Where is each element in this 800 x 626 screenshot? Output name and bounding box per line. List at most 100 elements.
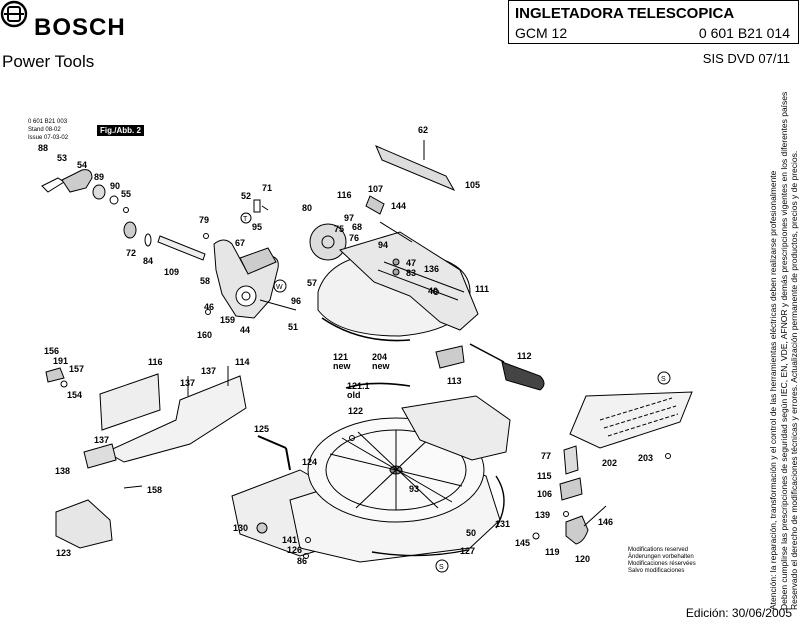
part-callout-95: 95 <box>252 222 263 232</box>
model-name: GCM 12 <box>515 25 568 41</box>
part-callout-127: 127 <box>460 546 476 556</box>
part-callout-new: new <box>333 361 351 371</box>
part-callout-90: 90 <box>110 181 121 191</box>
part-callout-126: 126 <box>287 545 303 555</box>
part-callout-138: 138 <box>55 466 71 476</box>
part-callout-203: 203 <box>638 453 654 463</box>
part-callout-136: 136 <box>424 264 440 274</box>
part-callout-new: new <box>372 361 390 371</box>
mod-line: Änderungen vorbehalten <box>628 554 694 560</box>
exploded-parts-diagram: T W <box>41 140 693 573</box>
part-callout-72: 72 <box>126 248 137 258</box>
part-callout-156: 156 <box>44 346 60 356</box>
blade-guard-assembly <box>309 140 545 391</box>
part-callout-157: 157 <box>69 364 85 374</box>
title-block: INGLETADORA TELESCOPICA GCM 12 0 601 B21… <box>508 0 799 44</box>
part-callout-51: 51 <box>288 322 299 332</box>
part-callout-77: 77 <box>541 451 552 461</box>
part-callout-122: 122 <box>348 406 364 416</box>
stand-date: 08-02 <box>45 127 61 133</box>
brand-subtitle: Power Tools <box>2 52 95 71</box>
part-callout-107: 107 <box>368 184 384 194</box>
part-callout-144: 144 <box>391 201 407 211</box>
part-callout-40: 40 <box>428 286 439 296</box>
part-callout-97: 97 <box>344 213 355 223</box>
svg-text:S: S <box>439 564 444 571</box>
mod-line: Salvo modificaciones <box>628 568 685 574</box>
part-callout-145: 145 <box>515 538 531 548</box>
mod-line: Modificaciones réservées <box>628 561 696 567</box>
part-callout-158: 158 <box>147 485 163 495</box>
part-callout-125: 125 <box>254 424 270 434</box>
issue-label: Issue <box>28 135 43 141</box>
part-callout-109: 109 <box>164 267 180 277</box>
part-callout-86: 86 <box>297 556 308 566</box>
issue-date: 07-03-02 <box>44 135 69 141</box>
part-callout-115: 115 <box>537 471 552 481</box>
part-callout-120: 120 <box>575 554 591 564</box>
svg-text:T: T <box>243 216 248 223</box>
part-callout-123: 123 <box>56 548 72 558</box>
part-callout-54: 54 <box>77 160 88 170</box>
part-callout-94: 94 <box>378 240 389 250</box>
base-assembly <box>231 382 511 563</box>
revision-number: 0 601 B21 003 <box>28 119 68 125</box>
part-callout-47: 47 <box>406 258 417 268</box>
modifications-note: Modifications reserved Änderungen vorbeh… <box>628 547 696 575</box>
side-legal-text: Atención: la reparación, transformación … <box>768 10 800 610</box>
part-callout-55: 55 <box>121 189 132 199</box>
svg-text:S: S <box>661 376 666 383</box>
part-callout-89: 89 <box>94 172 105 182</box>
part-callout-119: 119 <box>545 547 560 557</box>
part-callout-80: 80 <box>302 203 313 213</box>
handle-assembly <box>41 169 206 261</box>
fence-assembly <box>45 366 247 549</box>
part-callout-67: 67 <box>235 238 246 248</box>
part-callout-159: 159 <box>220 315 236 325</box>
part-callout-131: 131 <box>495 519 511 529</box>
edition-date: Edición: 30/06/2005 <box>685 606 792 620</box>
part-callout-old: old <box>347 390 361 400</box>
part-callout-88: 88 <box>38 143 49 153</box>
part-callout-124: 124 <box>302 457 318 467</box>
part-callout-139: 139 <box>535 510 551 520</box>
part-callout-137: 137 <box>180 378 196 388</box>
sis-version: SIS DVD 07/11 <box>702 51 790 66</box>
side-text-line: Reservado el derecho de modificaciones t… <box>789 150 799 610</box>
stand-label: Stand <box>28 127 44 133</box>
part-callout-116: 116 <box>148 357 163 367</box>
part-callout-58: 58 <box>200 276 211 286</box>
part-callout-113: 113 <box>447 376 462 386</box>
revision-block: 0 601 B21 003 Stand 08-02 Issue 07-03-02 <box>28 118 68 142</box>
part-callout-93: 93 <box>409 484 420 494</box>
part-callout-146: 146 <box>598 517 614 527</box>
part-callout-116: 116 <box>337 190 352 200</box>
part-callout-154: 154 <box>67 390 83 400</box>
part-callout-111: 111 <box>475 284 490 294</box>
part-callout-53: 53 <box>57 153 68 163</box>
part-callout-137: 137 <box>201 366 217 376</box>
part-callout-75: 75 <box>334 224 345 234</box>
part-callout-112: 112 <box>517 351 532 361</box>
part-callout-160: 160 <box>197 330 213 340</box>
right-parts-assembly: S S <box>435 371 693 573</box>
product-title: INGLETADORA TELESCOPICA <box>515 5 735 22</box>
part-callout-191: 191 <box>53 356 69 366</box>
part-callout-96: 96 <box>291 296 302 306</box>
part-callout-204: 204 <box>372 352 388 362</box>
part-callout-83: 83 <box>406 268 417 278</box>
part-callout-76: 76 <box>349 233 360 243</box>
part-callout-46: 46 <box>204 302 215 312</box>
arm-assembly: T W <box>203 199 297 319</box>
bosch-logo-icon <box>0 0 28 28</box>
part-callout-202: 202 <box>602 458 618 468</box>
part-callout-114: 114 <box>235 357 250 367</box>
side-text-line: Atención: la reparación, transformación … <box>768 170 778 610</box>
part-callout-106: 106 <box>537 489 553 499</box>
part-callout-57: 57 <box>307 278 318 288</box>
part-callout-84: 84 <box>143 256 154 266</box>
mod-line: Modifications reserved <box>628 547 689 553</box>
part-callout-105: 105 <box>465 180 481 190</box>
part-callout-68: 68 <box>352 222 363 232</box>
brand-name: BOSCH <box>34 14 126 41</box>
